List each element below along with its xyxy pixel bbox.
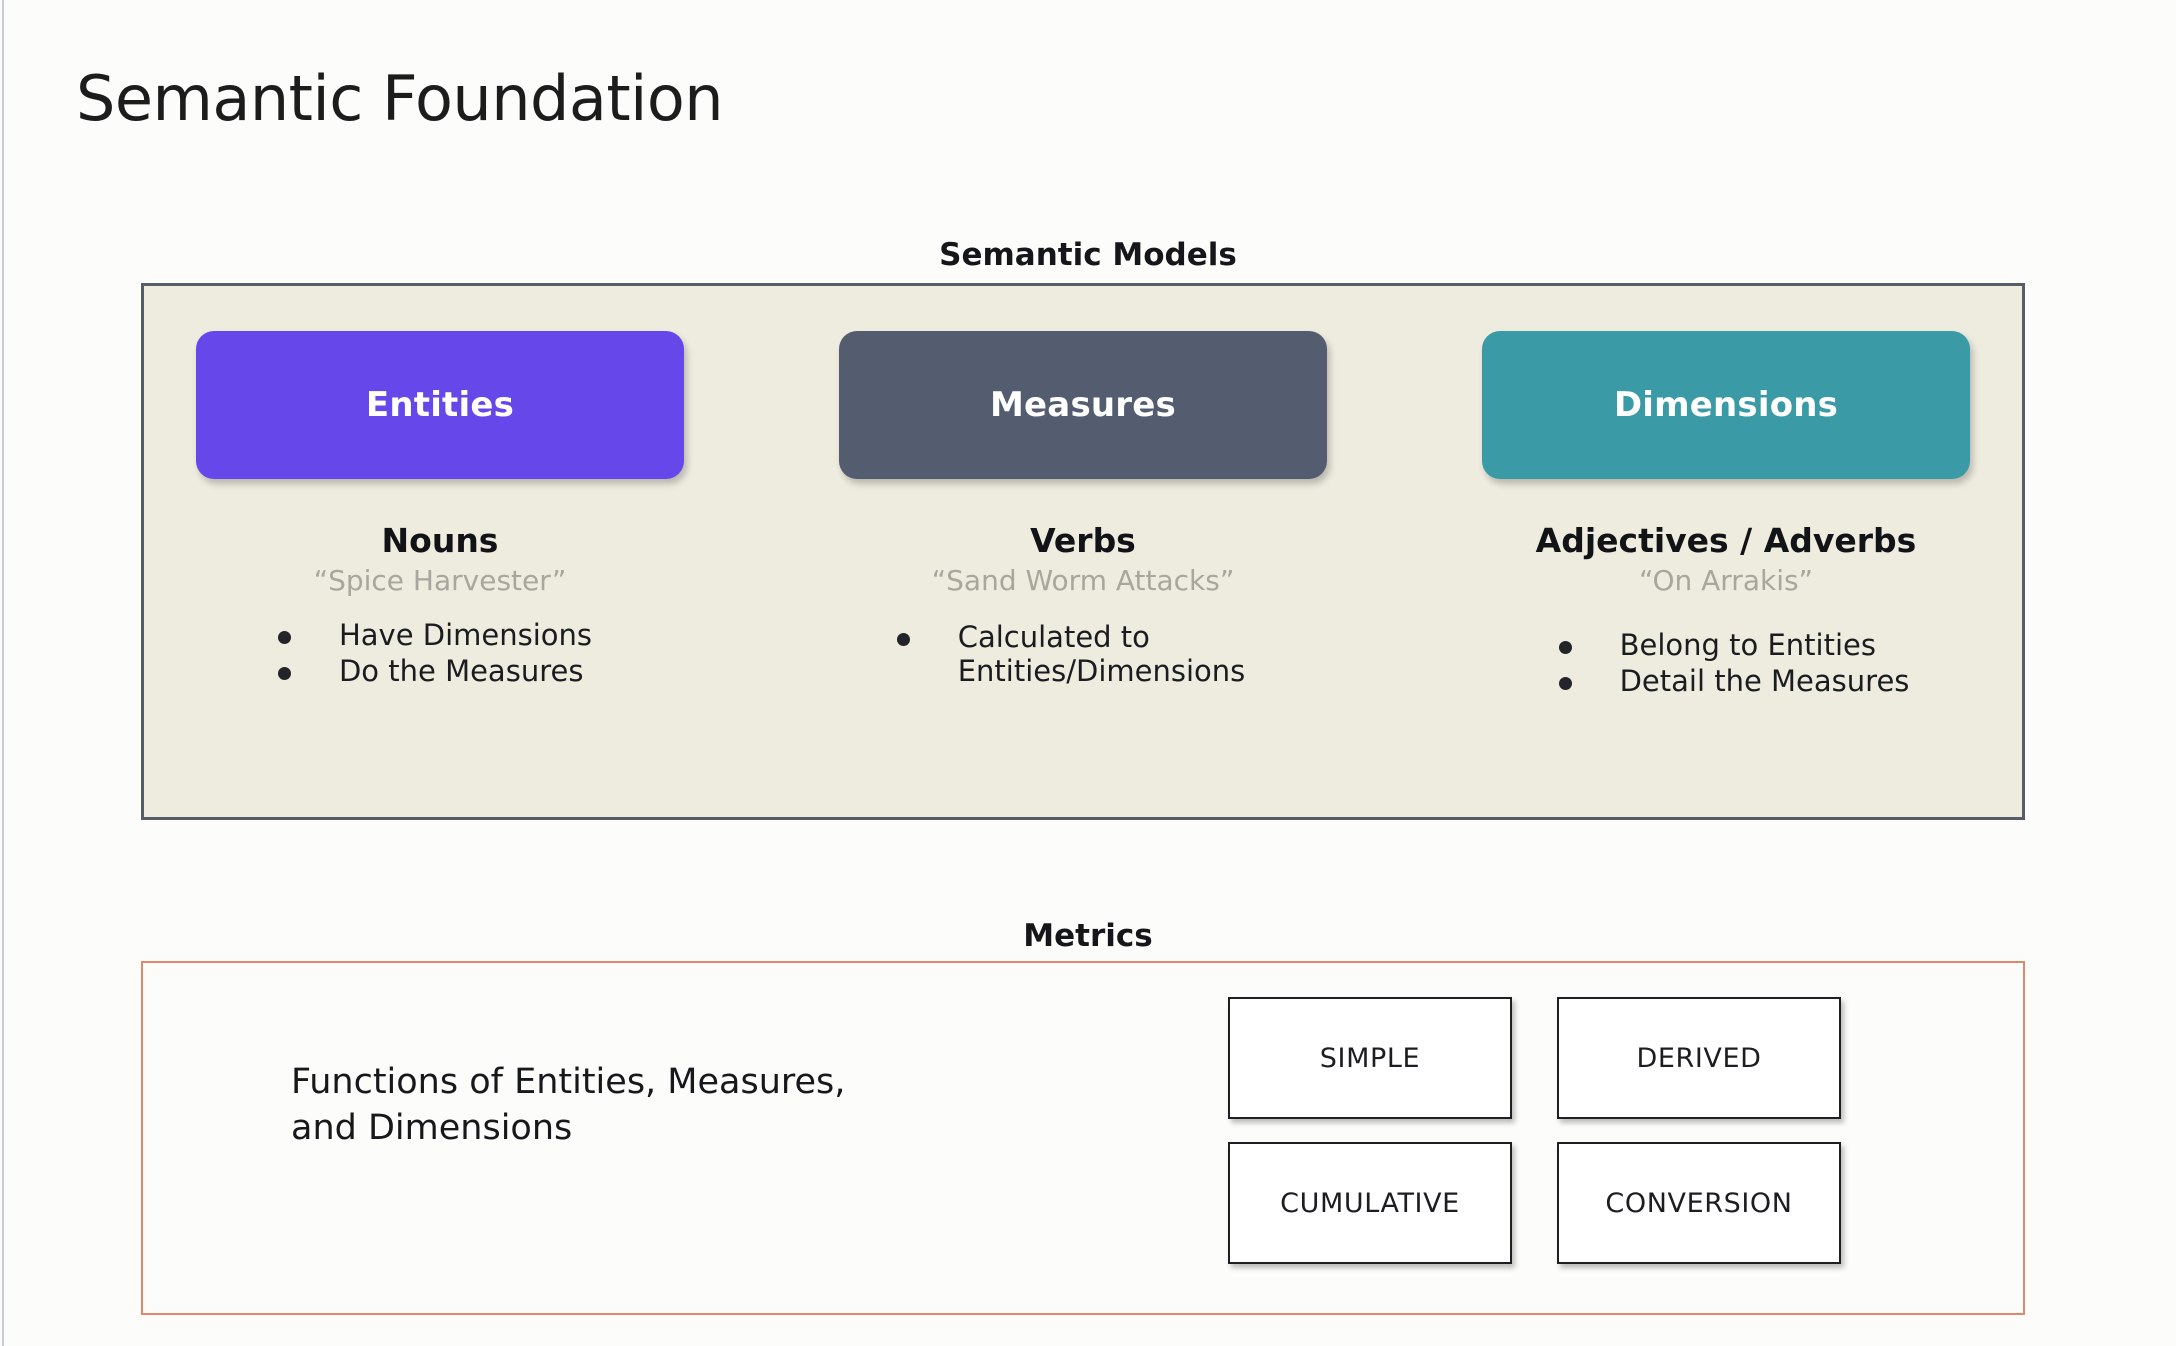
semantic-models-row: Entities Nouns “Spice Harvester” Have Di… (144, 331, 2022, 701)
metrics-description: Functions of Entities, Measures, and Dim… (291, 1062, 846, 1149)
model-column-entities: Entities Nouns “Spice Harvester” Have Di… (196, 331, 684, 701)
semantic-models-caption: Semantic Models (939, 237, 1237, 273)
bullet-label: Do the Measures (338, 653, 584, 688)
metric-type-conversion[interactable]: CONVERSION (1557, 1142, 1841, 1264)
bullet-list-measures: Calculated to Entities/Dimensions (896, 620, 1246, 691)
list-item: Detail the Measures (1558, 663, 1910, 699)
chip-dimensions[interactable]: Dimensions (1482, 331, 1970, 479)
bullet-dot-icon (1558, 641, 1572, 654)
model-column-measures: Measures Verbs “Sand Worm Attacks” Calcu… (839, 331, 1327, 701)
bullet-label: Calculated to Entities/Dimensions (957, 620, 1246, 688)
metric-type-derived[interactable]: DERIVED (1557, 997, 1841, 1119)
bullet-dot-icon (277, 666, 291, 680)
bullet-list-entities: Have Dimensions Do the Measures (277, 618, 593, 691)
list-item: Belong to Entities (1558, 628, 1910, 663)
list-item: Calculated to Entities/Dimensions (896, 620, 1246, 689)
left-edge-rule (2, 0, 4, 1346)
bullet-dot-icon (1558, 676, 1572, 690)
list-item: Have Dimensions (277, 618, 593, 653)
metric-type-grid: SIMPLE DERIVED CUMULATIVE CONVERSION (1228, 997, 1841, 1264)
part-of-speech-adjectives-adverbs: Adjectives / Adverbs (1535, 521, 1917, 560)
chip-measures[interactable]: Measures (839, 331, 1327, 479)
bullet-dot-icon (896, 633, 910, 646)
bullet-label: Have Dimensions (338, 618, 593, 652)
part-of-speech-nouns: Nouns (381, 521, 499, 560)
example-dimensions: “On Arrakis” (1638, 564, 1814, 597)
model-column-dimensions: Dimensions Adjectives / Adverbs “On Arra… (1482, 331, 1970, 701)
metric-type-cumulative[interactable]: CUMULATIVE (1228, 1142, 1512, 1264)
bullet-label: Belong to Entities (1619, 628, 1876, 662)
example-entities: “Spice Harvester” (313, 564, 567, 597)
part-of-speech-verbs: Verbs (1030, 521, 1136, 560)
semantic-models-panel: Entities Nouns “Spice Harvester” Have Di… (141, 283, 2025, 820)
bullet-list-dimensions: Belong to Entities Detail the Measures (1558, 628, 1910, 701)
chip-entities[interactable]: Entities (196, 331, 684, 479)
metric-type-simple[interactable]: SIMPLE (1228, 997, 1512, 1119)
bullet-label: Detail the Measures (1619, 663, 1910, 698)
list-item: Do the Measures (277, 653, 592, 689)
metrics-caption: Metrics (1023, 918, 1153, 954)
page-title: Semantic Foundation (76, 62, 724, 135)
bullet-dot-icon (277, 631, 291, 644)
metrics-panel: Functions of Entities, Measures, and Dim… (141, 961, 2025, 1315)
example-measures: “Sand Worm Attacks” (931, 564, 1235, 597)
